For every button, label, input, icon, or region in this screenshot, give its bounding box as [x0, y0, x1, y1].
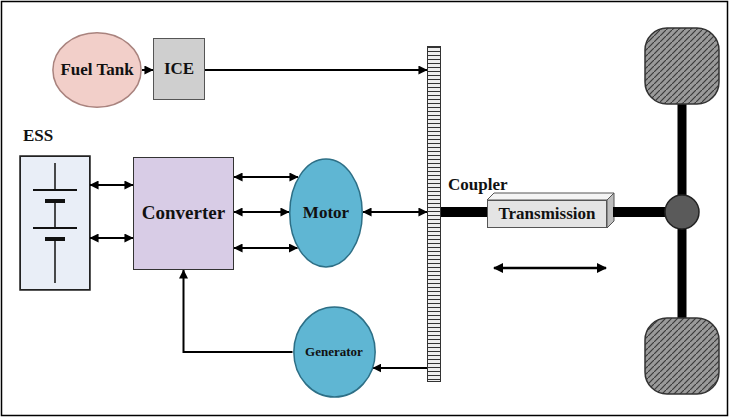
wheel	[645, 318, 719, 394]
power-flow-connector	[363, 211, 427, 213]
drive-shaft	[613, 207, 670, 217]
node-label: Fuel Tank	[60, 61, 133, 80]
transmission-top-face	[487, 193, 614, 200]
power-flow-connector	[205, 69, 427, 71]
text-holder: Transmission	[488, 201, 606, 227]
power-flow-connector	[234, 247, 298, 249]
node-label: Transmission	[499, 205, 596, 224]
power-flow-connector	[90, 184, 133, 186]
power-flow-connector	[373, 367, 427, 369]
text-holder: ICE	[154, 39, 204, 99]
power-flow-connector	[90, 237, 133, 239]
power-flow-connector	[234, 211, 289, 213]
transmission-box: Transmission	[487, 200, 607, 228]
power-flow-connector	[142, 69, 153, 71]
node-label: Motor	[303, 204, 349, 223]
energy-storage: ESS	[20, 156, 90, 290]
node-label: ICE	[164, 60, 194, 79]
coupler-bar: Coupler	[427, 46, 441, 382]
part-label: Coupler	[448, 175, 508, 195]
power-flow-connector	[234, 176, 298, 178]
transmission-side-face	[607, 193, 614, 228]
differential	[665, 195, 699, 229]
engine-box: ICE	[153, 38, 205, 100]
battery-symbol	[33, 163, 77, 283]
battery-housing	[20, 156, 90, 290]
motor-circle: Motor	[289, 158, 363, 268]
fuel-tank: Fuel Tank	[52, 32, 142, 108]
wheel	[645, 28, 719, 104]
text-holder: Converter	[134, 158, 233, 269]
drive-shaft	[441, 207, 487, 217]
node-label: Converter	[142, 203, 225, 224]
part-label: ESS	[23, 126, 53, 146]
text-holder: Fuel Tank	[52, 32, 142, 108]
power-flow-connector	[184, 270, 293, 352]
text-holder: Generator	[293, 306, 376, 398]
converter-box: Converter	[133, 157, 234, 270]
generator-circle: Generator	[293, 306, 376, 398]
power-flow-arrow	[494, 267, 606, 270]
text-holder: Motor	[289, 158, 363, 268]
node-label: Generator	[305, 345, 363, 359]
